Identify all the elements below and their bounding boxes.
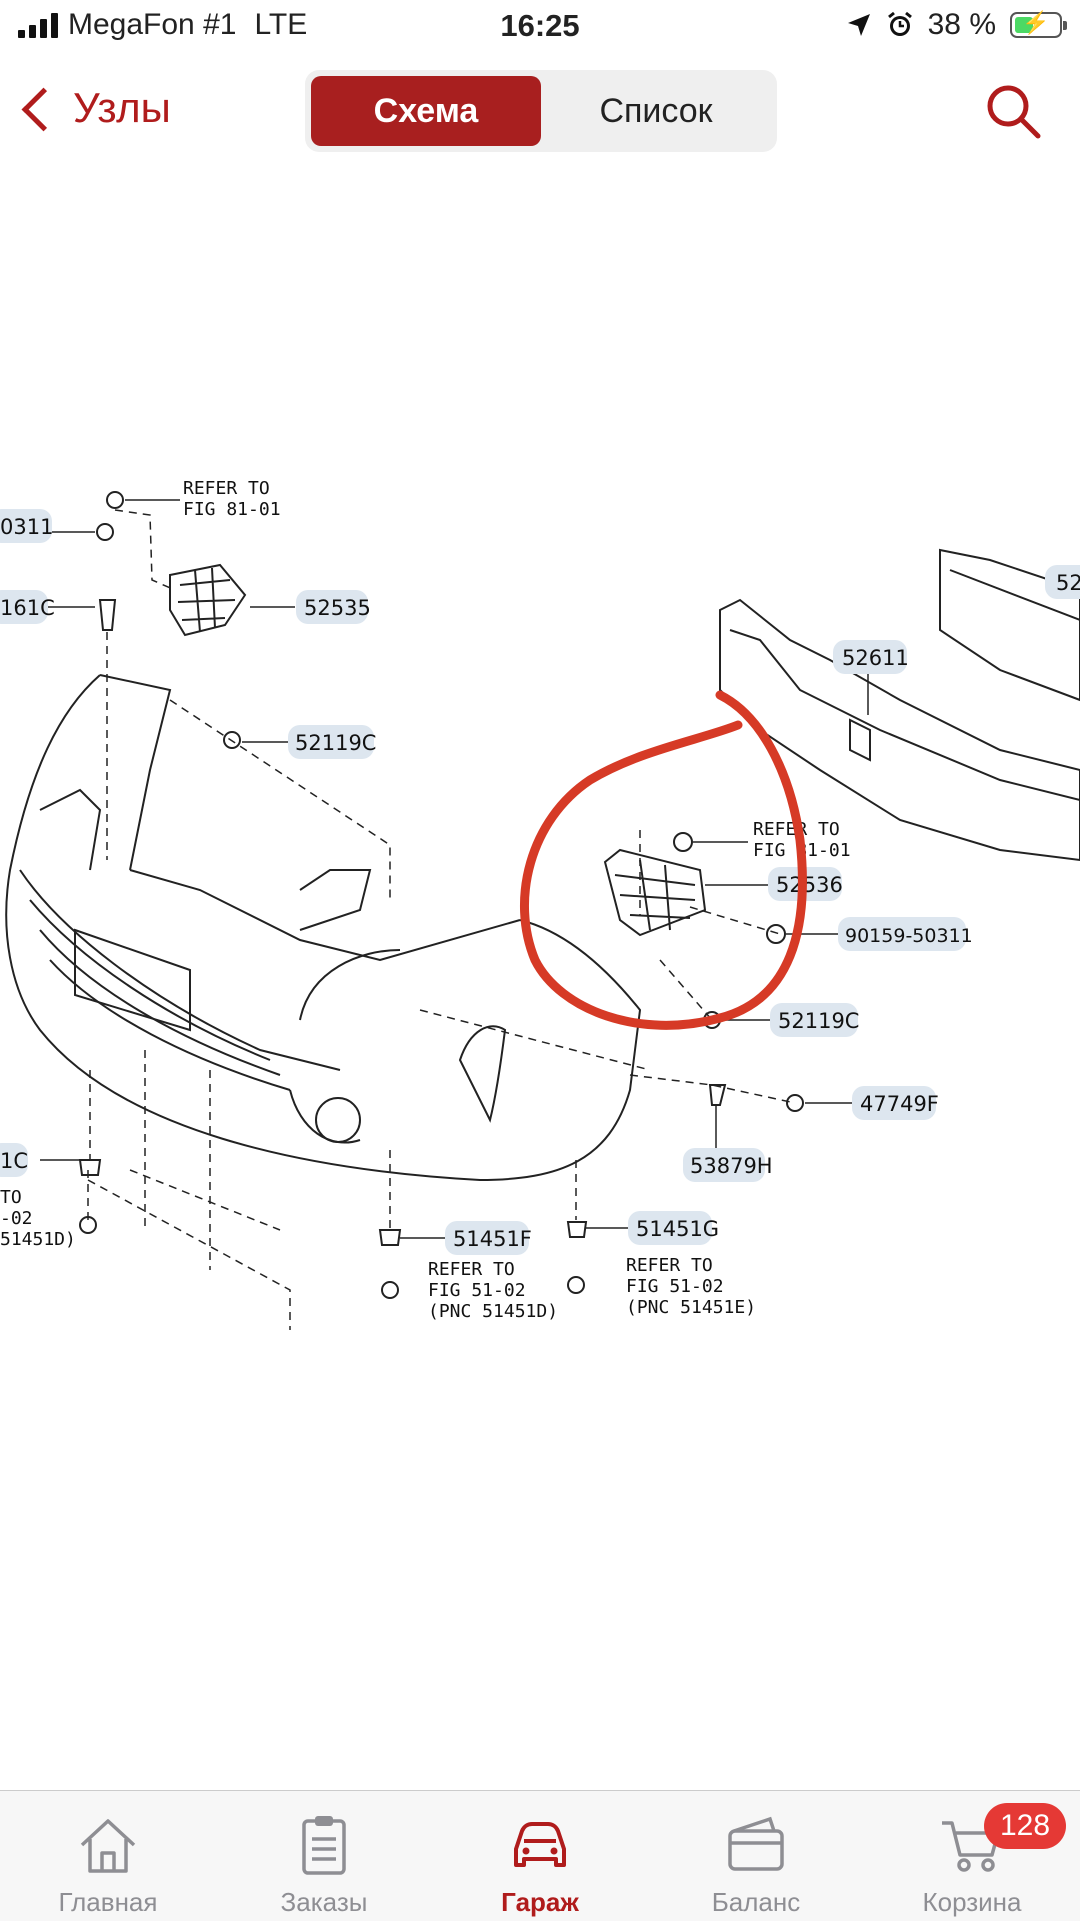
- tab-label: Заказы: [280, 1887, 368, 1917]
- tab-label: Главная: [58, 1887, 158, 1917]
- network-type: LTE: [254, 8, 308, 41]
- part-label: 52535: [304, 596, 371, 620]
- part-labels: 0311 161C 52535 52119C 52611 52 52536 90…: [0, 509, 1080, 1255]
- reinforcement-drawing: [719, 548, 1080, 862]
- tab-garage[interactable]: Гараж: [432, 1791, 648, 1921]
- segment-scheme[interactable]: Схема: [311, 76, 541, 146]
- part-label: 90159-50311: [845, 925, 973, 947]
- tab-label: Гараж: [501, 1887, 579, 1917]
- refer-note-line: (PNC 51451E): [626, 1297, 756, 1318]
- tab-orders[interactable]: Заказы: [216, 1791, 432, 1921]
- refer-note-line: 51451D): [0, 1229, 76, 1250]
- battery-percent: 38 %: [927, 8, 996, 41]
- home-icon: [80, 1819, 136, 1873]
- part-label: 52611: [842, 646, 909, 670]
- part-label: 51451G: [636, 1217, 719, 1241]
- fastener-drawing: [78, 491, 804, 1299]
- clipboard-icon: [302, 1816, 346, 1875]
- leader-lines: [30, 499, 869, 1239]
- segment-list[interactable]: Список: [599, 91, 713, 130]
- refer-note-line: -02: [0, 1208, 33, 1229]
- refer-note-line: (PNC 51451D): [428, 1301, 558, 1322]
- parts-diagram[interactable]: 0311 161C 52535 52119C 52611 52 52536 90…: [0, 170, 1080, 1770]
- part-label: 1C: [0, 1149, 28, 1173]
- carrier-name: MegaFon #1: [68, 8, 237, 41]
- tab-cart[interactable]: Корзина 128: [864, 1791, 1080, 1921]
- battery-icon: ⚡: [1010, 10, 1067, 38]
- view-segmented-control: Схема Список: [305, 70, 777, 152]
- cart-count-badge: 128: [984, 1803, 1067, 1849]
- refer-note-line: FIG 51-02: [428, 1280, 526, 1301]
- refer-note-line: FIG 51-02: [626, 1276, 724, 1297]
- clock: 16:25: [500, 8, 580, 43]
- back-label: Узлы: [73, 84, 171, 131]
- refer-note-line: REFER TO: [428, 1259, 515, 1280]
- bumper-drawing: [5, 674, 642, 1182]
- refer-notes: REFER TO FIG 81-01 REFER TO FIG 81-01 TO…: [0, 478, 851, 1322]
- chevron-left-icon: [21, 87, 66, 131]
- bracket-drawing: [169, 563, 707, 937]
- nav-bar: Узлы Схема Список: [0, 66, 1080, 156]
- part-label: 161C: [0, 596, 55, 620]
- car-icon: [514, 1822, 566, 1867]
- signal-icon: [18, 12, 58, 38]
- highlight-circle: [520, 690, 807, 1030]
- refer-note-line: REFER TO: [183, 478, 270, 499]
- back-button[interactable]: Узлы: [21, 84, 171, 132]
- alarm-icon: [887, 11, 912, 36]
- tab-bar: Главная Заказы Гараж Баланс Корзина 128: [0, 1790, 1080, 1921]
- part-label: 47749F: [860, 1092, 939, 1116]
- status-left: MegaFon #1 LTE: [18, 8, 307, 42]
- tab-home[interactable]: Главная: [0, 1791, 216, 1921]
- diagram-canvas: 0311 161C 52535 52119C 52611 52 52536 90…: [0, 478, 1080, 1330]
- tab-label: Баланс: [711, 1887, 801, 1917]
- status-right: 38 % ⚡: [846, 8, 1067, 42]
- search-icon[interactable]: [984, 82, 1042, 140]
- part-label: 52536: [776, 873, 843, 897]
- wallet-icon: [728, 1816, 784, 1871]
- tab-balance[interactable]: Баланс: [648, 1791, 864, 1921]
- part-label: 52119C: [295, 731, 376, 755]
- tab-label: Корзина: [922, 1887, 1022, 1917]
- dashed-lines: [87, 509, 796, 1330]
- part-label: 0311: [0, 515, 53, 539]
- refer-note-line: TO: [0, 1187, 22, 1208]
- part-label: 52119C: [778, 1009, 859, 1033]
- location-arrow-icon: [847, 14, 870, 36]
- part-label: 52: [1056, 571, 1080, 595]
- part-label: 53879H: [690, 1154, 773, 1178]
- refer-note-line: REFER TO: [626, 1255, 713, 1276]
- part-label: 51451F: [453, 1227, 532, 1251]
- refer-note-line: FIG 81-01: [183, 499, 281, 520]
- status-bar: MegaFon #1 LTE 16:25 38 % ⚡: [0, 0, 1080, 56]
